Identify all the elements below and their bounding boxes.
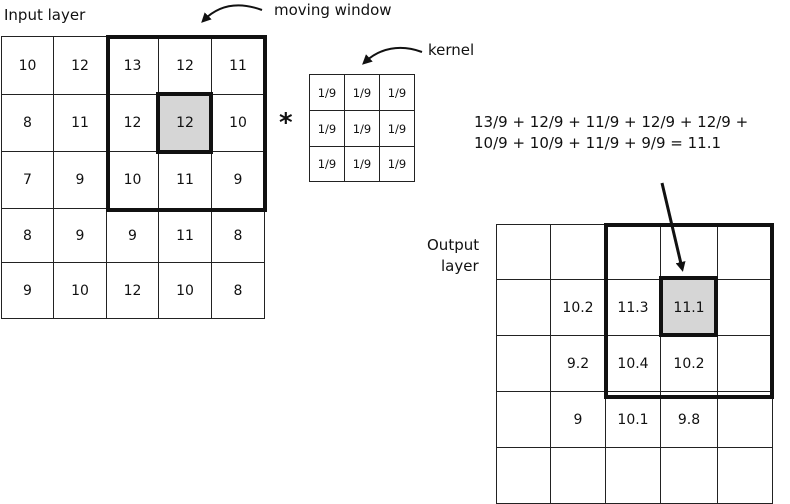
input-cell-r1-c3: 12 xyxy=(158,94,212,152)
input-layer-label: Input layer xyxy=(4,6,86,24)
convolution-operator: * xyxy=(279,108,293,138)
output-layer-label-line-1: Output xyxy=(427,236,480,254)
formula-line-1: 13/9 + 12/9 + 11/9 + 12/9 + 12/9 + xyxy=(474,113,749,131)
kernel-label: kernel xyxy=(428,41,475,59)
moving-window-label: moving window xyxy=(274,1,392,19)
formula-arrow-icon xyxy=(660,182,686,272)
output-layer-label-line-2: layer xyxy=(441,257,479,275)
input-center-cell-frame xyxy=(156,92,213,154)
input-cell-r4-c4: 8 xyxy=(211,262,265,319)
moving-window-frame xyxy=(106,35,267,212)
output-target-cell-frame xyxy=(659,276,718,337)
output-window-frame xyxy=(604,223,774,399)
formula-line-2: 10/9 + 10/9 + 11/9 + 9/9 = 11.1 xyxy=(474,134,722,152)
kernel-cell-r2-c2: 1/9 xyxy=(379,146,415,182)
kernel-arrow-icon xyxy=(362,46,423,65)
moving-window-arrow-icon xyxy=(201,4,263,23)
